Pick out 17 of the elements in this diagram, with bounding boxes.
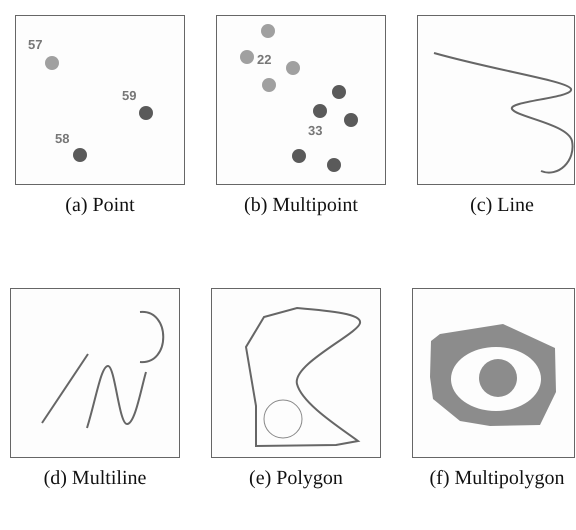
point-label: 57 (28, 38, 42, 52)
figure-panel (15, 15, 185, 185)
figure-caption: (c) Line (469, 193, 535, 217)
point-label: 59 (122, 89, 136, 103)
figure-panel (412, 288, 575, 458)
figure-caption: (a) Point (64, 193, 136, 217)
figure-caption: (b) Multipoint (243, 193, 359, 217)
figure-panel (216, 15, 386, 185)
figure-panel (417, 15, 575, 185)
figure-panel (10, 288, 180, 458)
point-label: 58 (55, 132, 70, 146)
figure-caption: (e) Polygon (248, 466, 344, 490)
figure-caption: (d) Multiline (42, 466, 148, 490)
figure-panel (211, 288, 381, 458)
figure-caption: (f) Multipolygon (428, 466, 566, 490)
point-label: 22 (257, 53, 272, 67)
point-label: 33 (308, 124, 322, 138)
